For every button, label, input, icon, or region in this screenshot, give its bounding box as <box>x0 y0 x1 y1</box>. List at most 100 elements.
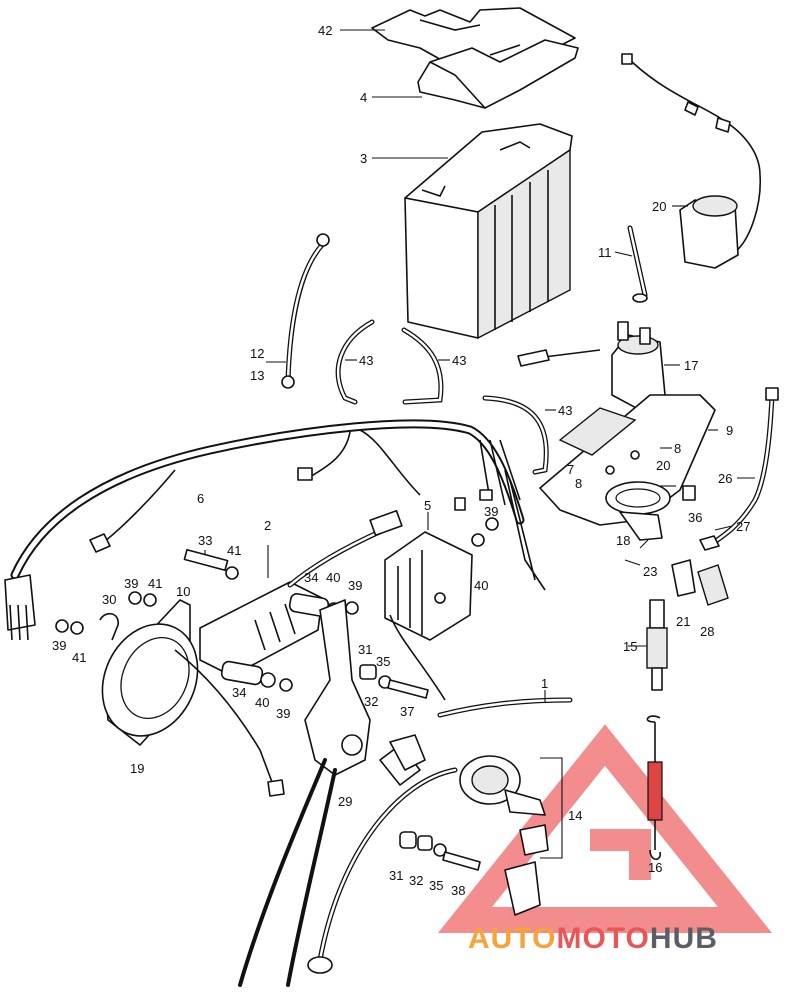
return-spring <box>646 715 663 861</box>
callout-10: 10 <box>176 584 190 599</box>
bolt-38 <box>442 851 481 871</box>
bolt-33 <box>183 548 229 572</box>
callout-41c: 41 <box>72 650 86 665</box>
svg-text:AUTOMOTOHUB: AUTOMOTOHUB <box>468 922 718 955</box>
callout-38: 38 <box>451 883 465 898</box>
washer-41c <box>70 621 84 635</box>
ground-cable-11 <box>627 225 648 303</box>
callout-40a: 40 <box>326 570 340 585</box>
fuse-bracket <box>539 394 716 526</box>
bolt-31a <box>359 664 377 680</box>
callout-37: 37 <box>400 704 414 719</box>
connector-28 <box>697 564 729 606</box>
callout-39b: 39 <box>124 576 138 591</box>
callout-7: 7 <box>567 462 574 477</box>
callout-14: 14 <box>568 808 582 823</box>
nut-41a <box>225 566 239 580</box>
callout-1: 1 <box>541 676 548 691</box>
callout-11: 11 <box>598 245 612 260</box>
spark-plug-cap <box>646 599 668 691</box>
callout-36: 36 <box>688 510 702 525</box>
callout-31a: 31 <box>358 642 372 657</box>
callout-29: 29 <box>338 794 352 809</box>
battery <box>404 123 573 340</box>
battery-cable-12 <box>281 233 330 389</box>
callout-43b: 43 <box>452 353 466 368</box>
callout-20b: 20 <box>656 458 670 473</box>
callout-28: 28 <box>700 624 714 639</box>
callout-35a: 35 <box>376 654 390 669</box>
callout-43a: 43 <box>359 353 373 368</box>
callout-20a: 20 <box>652 199 666 214</box>
callout-35b: 35 <box>429 878 443 893</box>
watermark-hub: HUB <box>650 922 718 955</box>
washer-40b <box>471 533 485 547</box>
mount-bracket-29 <box>238 599 371 987</box>
callout-15: 15 <box>623 639 637 654</box>
callout-6: 6 <box>197 491 204 506</box>
leader-lines <box>204 29 755 702</box>
callout-39d: 39 <box>52 638 66 653</box>
bracket-30 <box>99 612 119 641</box>
callout-23: 23 <box>643 564 657 579</box>
callout-13: 13 <box>250 368 264 383</box>
washer-40c <box>260 672 276 688</box>
callout-42: 42 <box>318 23 332 38</box>
bolt-36 <box>682 485 696 501</box>
callout-43c: 43 <box>558 403 572 418</box>
washer-39b <box>55 619 69 633</box>
vent-tube-43b <box>401 327 444 405</box>
watermark-moto: MOTO <box>556 922 649 955</box>
callout-32b: 32 <box>409 873 423 888</box>
callout-2: 2 <box>264 518 271 533</box>
washer-41b <box>143 593 157 607</box>
callout-8a: 8 <box>674 441 681 456</box>
callout-21: 21 <box>676 614 690 629</box>
callout-26: 26 <box>718 471 732 486</box>
clamp-18 <box>605 481 671 541</box>
callout-40c: 40 <box>255 695 269 710</box>
callout-39e: 39 <box>276 706 290 721</box>
callout-32a: 32 <box>364 694 378 709</box>
callout-3: 3 <box>360 151 367 166</box>
callout-31b: 31 <box>389 868 403 883</box>
watermark-text: AUTOMOTOHUB <box>468 922 718 955</box>
callout-41b: 41 <box>148 576 162 591</box>
callout-34b: 34 <box>232 685 246 700</box>
washer-39d <box>485 517 499 531</box>
callout-17: 17 <box>684 358 698 373</box>
callout-12: 12 <box>250 346 264 361</box>
starter-relay <box>517 321 666 411</box>
washer-39c <box>345 601 359 615</box>
horn <box>101 599 285 797</box>
vent-tube-43a <box>335 319 375 405</box>
callout-41a: 41 <box>227 543 241 558</box>
bolt-37 <box>387 679 429 699</box>
washer-35b <box>433 843 447 857</box>
callout-16: 16 <box>648 860 662 875</box>
callout-8b: 8 <box>575 476 582 491</box>
callout-33: 33 <box>198 533 212 548</box>
callout-27: 27 <box>736 519 750 534</box>
washer-39e <box>279 678 293 692</box>
rectifier <box>384 531 473 701</box>
connector-21 <box>671 559 696 597</box>
washer-39a <box>128 591 142 605</box>
callout-18: 18 <box>616 533 630 548</box>
callout-labels: 42 4 3 20 11 12 13 43 43 43 17 9 8 7 20 … <box>52 23 750 898</box>
spacer-32b <box>417 835 433 851</box>
ignition-switch <box>307 755 563 974</box>
bolt-31b <box>399 831 417 849</box>
callout-5: 5 <box>424 498 431 513</box>
callout-39c: 39 <box>348 578 362 593</box>
spacer-34b <box>220 660 264 686</box>
callout-39a: 39 <box>484 504 498 519</box>
wire-harness <box>4 419 546 641</box>
relay-upper <box>621 53 761 269</box>
callout-30: 30 <box>102 592 116 607</box>
callout-34a: 34 <box>304 570 318 585</box>
battery-cover <box>417 39 579 109</box>
callout-19: 19 <box>130 761 144 776</box>
